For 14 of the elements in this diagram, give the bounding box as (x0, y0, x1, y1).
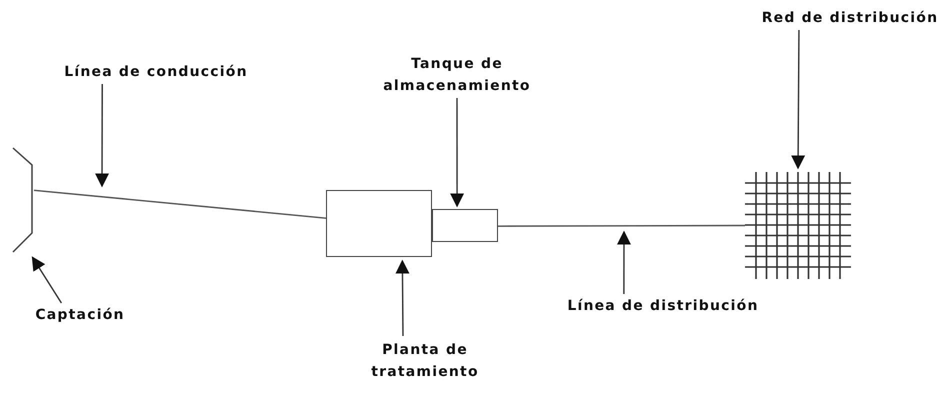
leader-arrow (450, 98, 464, 208)
part-label: Red de distribución (762, 9, 938, 28)
pipe-line (498, 224, 745, 227)
leader-arrow (32, 256, 62, 304)
leader-arrow (95, 84, 110, 188)
part-label: Línea de conducción (64, 63, 248, 82)
leader-arrow (616, 230, 631, 294)
part-label: Tanque de almacenamiento (382, 55, 532, 96)
leader-arrow (791, 30, 806, 170)
pipe-line (34, 190, 326, 219)
part-label: Línea de distribución (567, 297, 759, 316)
part-label: Planta de tratamiento (370, 341, 480, 382)
part-label: Captación (35, 306, 125, 325)
leader-arrow (395, 260, 410, 336)
